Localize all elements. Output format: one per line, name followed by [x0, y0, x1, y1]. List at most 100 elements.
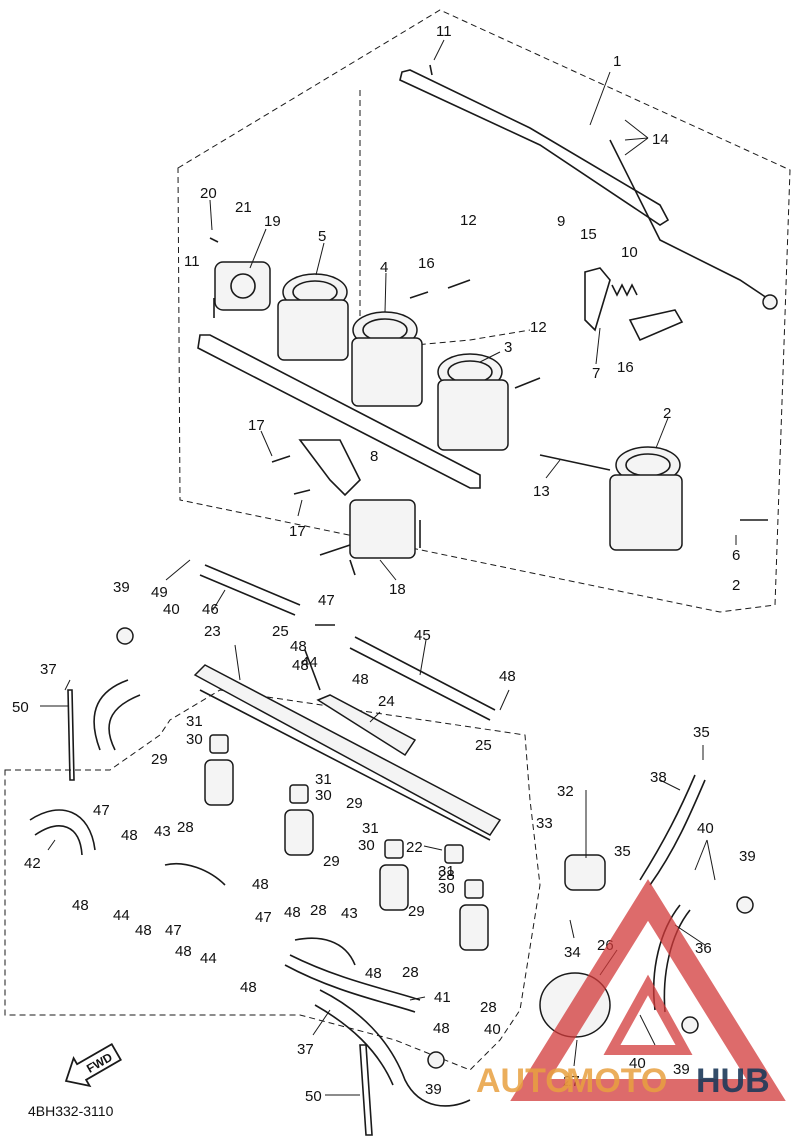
hose-42	[29, 809, 96, 856]
callout-25-upper: 25	[272, 623, 289, 640]
fuel-rail-group	[29, 564, 754, 1136]
hose-46	[199, 564, 301, 616]
callout-22: 22	[406, 839, 423, 856]
watermark-inner-triangle	[603, 974, 693, 1055]
fwd-arrow: FWD	[64, 1042, 122, 1088]
linkage-arm-upper	[584, 267, 611, 332]
callout-24: 24	[378, 693, 395, 710]
callout-47-a: 47	[318, 592, 335, 609]
callout-40-c: 40	[484, 1021, 501, 1038]
callout-35-upper: 35	[693, 724, 710, 741]
callout-41: 41	[434, 989, 451, 1006]
adjust-spring-10	[611, 283, 638, 297]
bracket-22	[444, 844, 464, 864]
callout-29-b: 29	[346, 795, 363, 812]
callout-48-k: 48	[365, 965, 382, 982]
callout-40-b: 40	[697, 820, 714, 837]
callout-39-d: 39	[673, 1061, 690, 1078]
callout-10: 10	[621, 244, 638, 261]
callout-19: 19	[264, 213, 281, 230]
callout-33: 33	[536, 815, 553, 832]
callout-12-upper: 12	[460, 212, 477, 229]
callout-45: 45	[414, 627, 431, 644]
callout-40-d: 40	[629, 1055, 646, 1072]
callout-35-lower: 35	[614, 843, 631, 860]
callout-4: 4	[380, 259, 388, 276]
callout-47-d: 47	[255, 909, 272, 926]
callout-11-top: 11	[436, 23, 452, 40]
callout-30-b: 30	[315, 787, 332, 804]
callout-17-lower: 17	[289, 523, 306, 540]
injector-29-a	[204, 734, 234, 806]
callout-6: 6	[732, 547, 740, 564]
fuel-rail-assembly-outline	[4, 689, 541, 1071]
callout-29-a: 29	[151, 751, 168, 768]
callout-48-e: 48	[72, 897, 89, 914]
injector-29-b	[284, 784, 314, 856]
sensor-hub	[230, 273, 256, 299]
callout-17-upper: 17	[248, 417, 265, 434]
callout-16-upper: 16	[418, 255, 435, 272]
callout-3: 3	[504, 339, 512, 356]
callout-5: 5	[318, 228, 326, 245]
hose-37-lower	[314, 989, 471, 1107]
diagram-code: 4BH332-3110	[28, 1103, 114, 1119]
watermark-logo: AUTO MOTO HUB	[476, 879, 786, 1101]
synchronizer-screw-13	[539, 454, 611, 471]
watermark-triangle	[510, 879, 786, 1101]
callout-9: 9	[557, 213, 565, 230]
link-rod-end-ball	[762, 294, 778, 310]
callout-12-lower: 12	[530, 319, 547, 336]
callout-30-c: 30	[358, 837, 375, 854]
callout-25-lower: 25	[475, 737, 492, 754]
callout-29-c: 29	[323, 853, 340, 870]
callout-2: 2	[663, 405, 671, 422]
hose-43-a	[164, 862, 226, 886]
callout-43-b: 43	[341, 905, 358, 922]
lower-bracket-bar	[197, 334, 481, 489]
callout-44-b: 44	[113, 907, 130, 924]
callout-39-a: 39	[113, 579, 130, 596]
callout-21: 21	[235, 199, 252, 216]
callout-48-g: 48	[175, 943, 192, 960]
callout-37-upper: 37	[40, 661, 57, 678]
callout-30-d: 30	[438, 880, 455, 897]
callout-28-c: 28	[402, 964, 419, 981]
callout-48-m: 48	[292, 657, 309, 674]
callout-2-sub: 2	[732, 577, 740, 594]
linkage-arm-right	[628, 309, 684, 342]
callout-28-d: 28	[480, 999, 497, 1016]
hose-41	[284, 954, 421, 1013]
clamp-strap-50-lower	[359, 1044, 373, 1136]
upper-bracket-bar	[399, 69, 670, 226]
callout-1: 1	[613, 53, 621, 70]
throttle-body-4-housing	[351, 337, 423, 407]
callout-48-f: 48	[135, 922, 152, 939]
callout-38: 38	[650, 769, 667, 786]
callout-28-e: 28	[438, 867, 455, 884]
leader-lines	[40, 39, 737, 1096]
bolt-39-d	[681, 1016, 699, 1034]
callout-42: 42	[24, 855, 41, 872]
callout-7: 7	[592, 365, 600, 382]
callout-44-c: 44	[200, 950, 217, 967]
callout-48-h: 48	[252, 876, 269, 893]
throttle-bodies-group	[197, 64, 778, 576]
callout-43-a: 43	[154, 823, 171, 840]
screws	[209, 64, 768, 548]
bolt-39-c	[427, 1051, 445, 1069]
callout-28-a: 28	[177, 819, 194, 836]
callout-48-b: 48	[352, 671, 369, 688]
throttle-body-2-housing	[609, 474, 683, 551]
callout-50-upper: 50	[12, 699, 29, 716]
callout-44-a: 44	[301, 654, 318, 671]
sensor-bracket	[298, 439, 361, 497]
pressure-regulator	[564, 854, 606, 891]
joint-47	[304, 624, 335, 691]
callout-31-b: 31	[315, 771, 332, 788]
fuel-rail	[193, 664, 502, 836]
callout-23: 23	[204, 623, 221, 640]
callout-46: 46	[202, 601, 219, 618]
callout-20: 20	[200, 185, 217, 202]
